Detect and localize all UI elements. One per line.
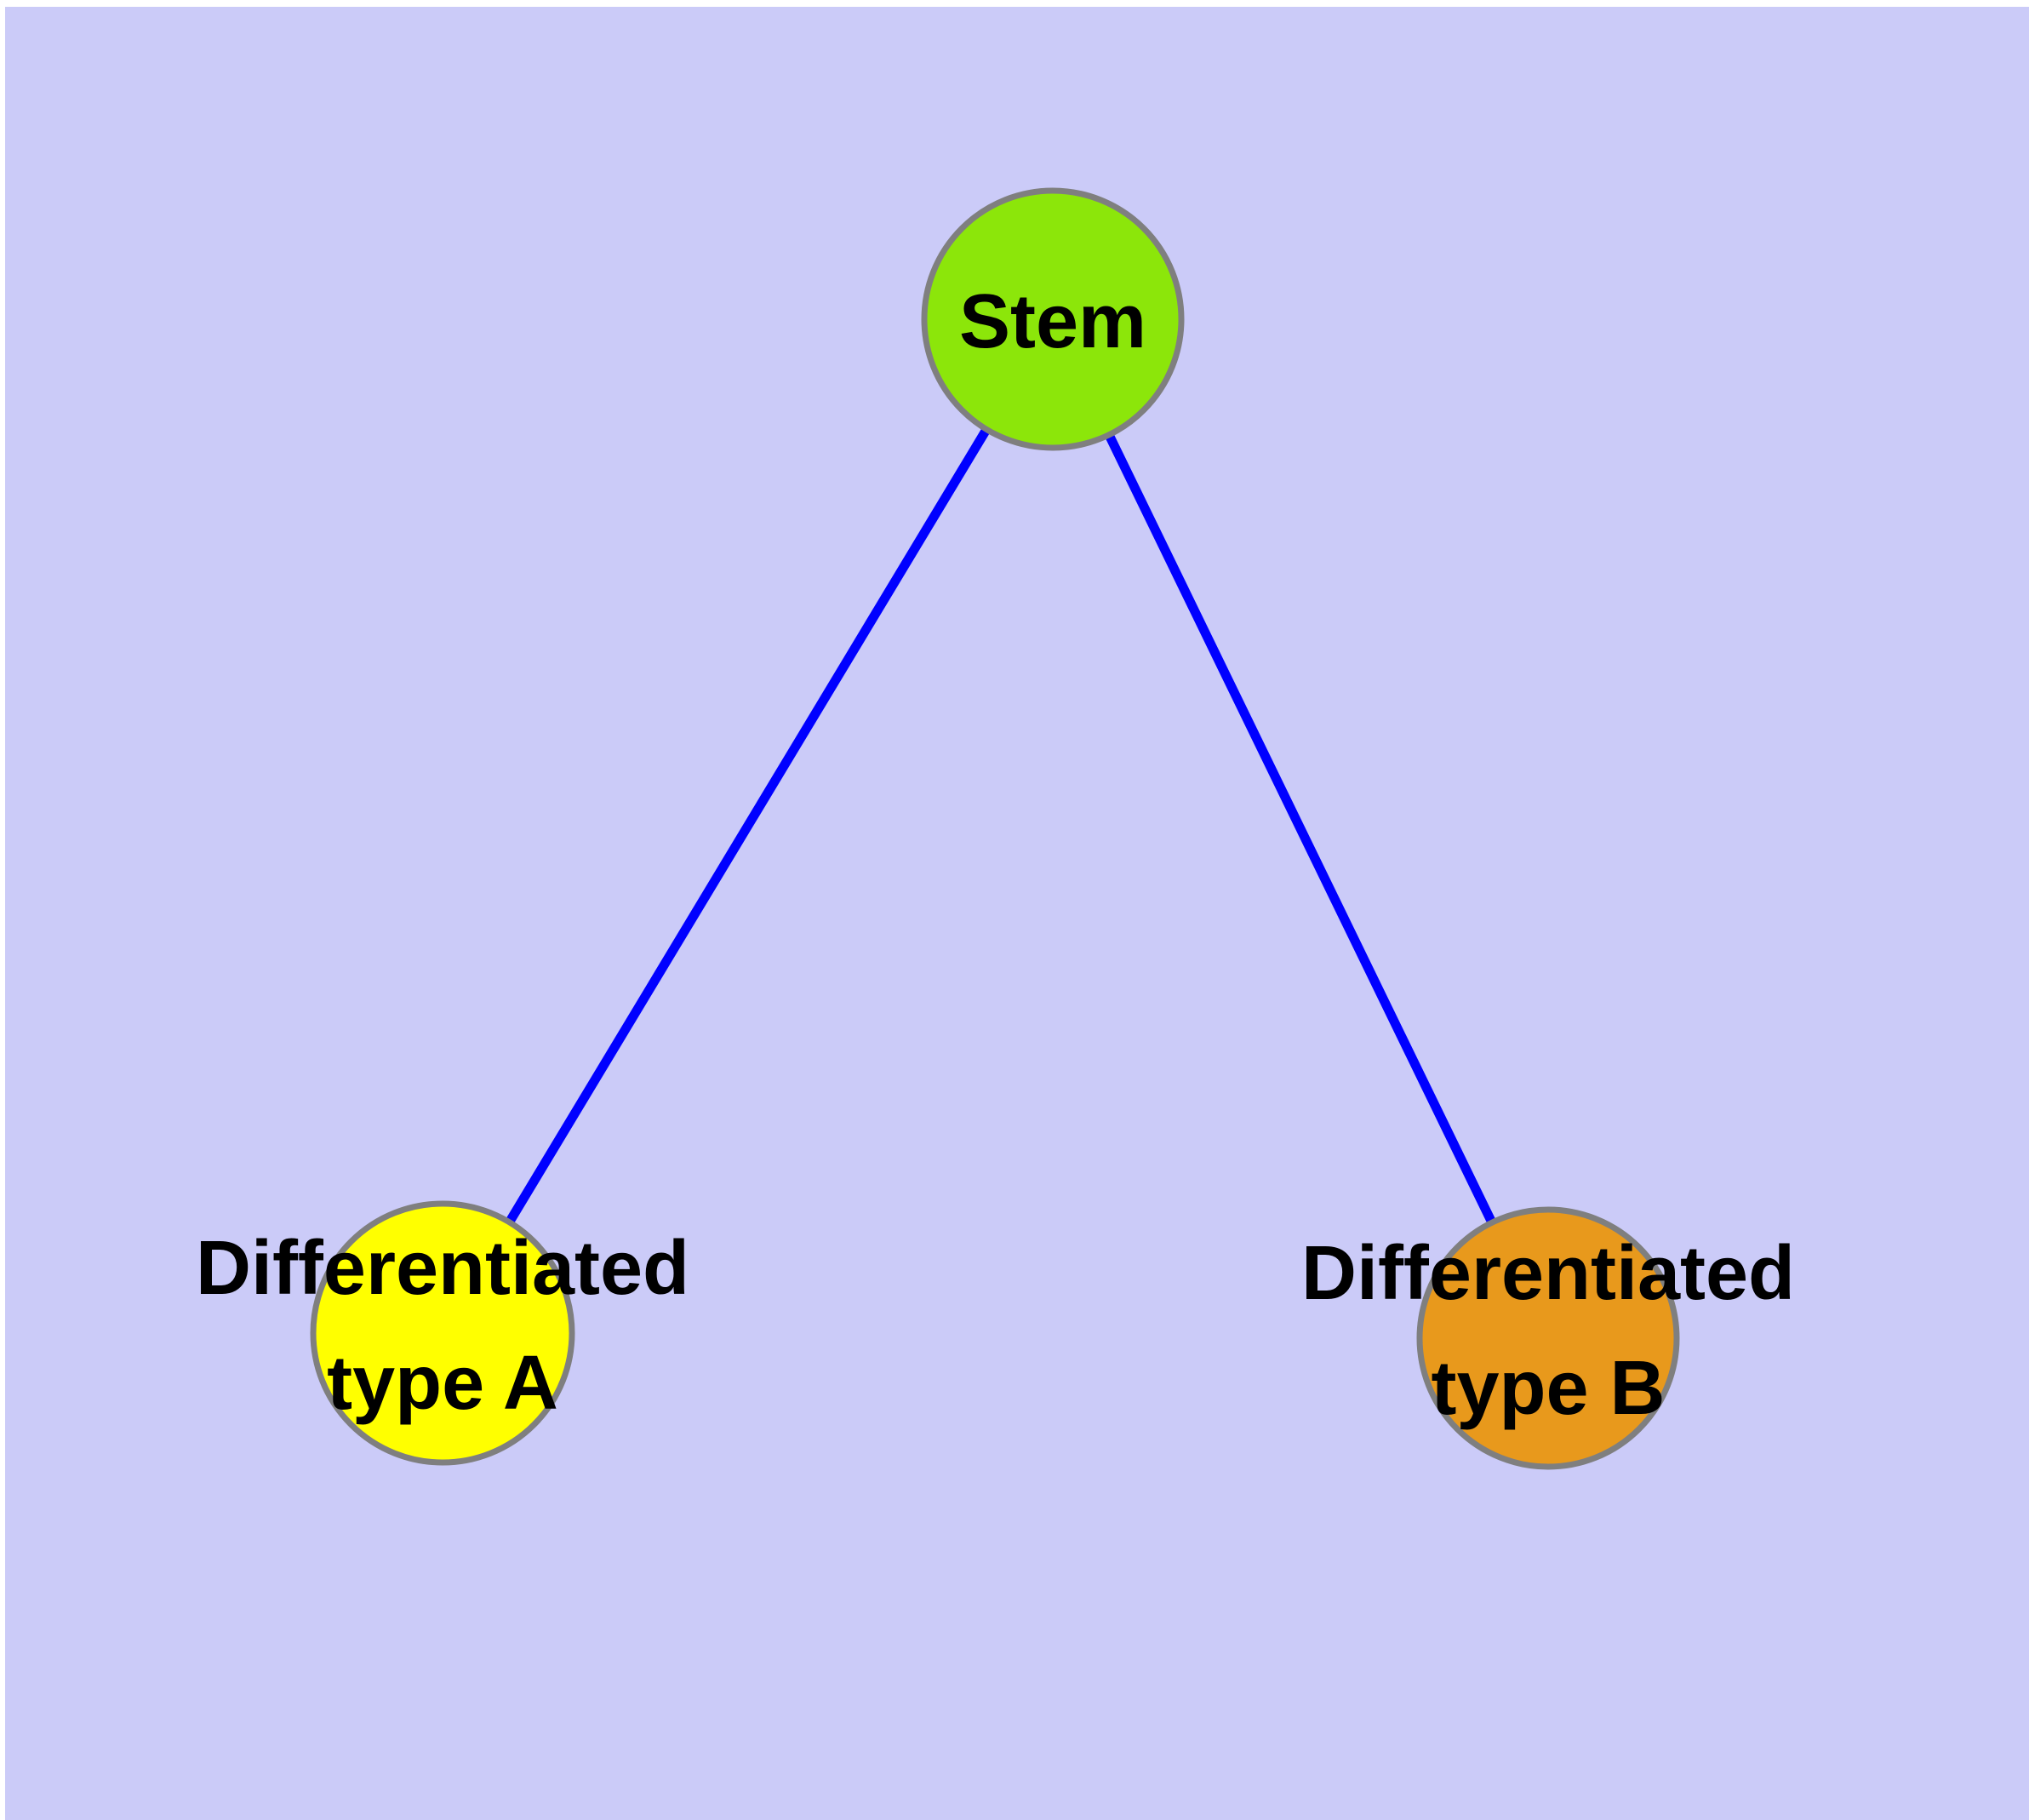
- node-differentiated-type-b: [1416, 1206, 1680, 1470]
- node-stem-label: Stem: [959, 279, 1146, 364]
- node-type-b-label-line1: Differentiated: [1301, 1231, 1795, 1316]
- node-type-b-label-line2: type B: [1431, 1346, 1665, 1431]
- edge-stem-to-type-b: [1049, 317, 1552, 1341]
- node-type-a-label-line2: type A: [327, 1341, 558, 1426]
- edge-stem-to-type-a: [438, 317, 1057, 1336]
- node-differentiated-type-a: [310, 1200, 575, 1466]
- node-type-a-label-line1: Differentiated: [196, 1226, 689, 1311]
- node-stem: [921, 187, 1185, 451]
